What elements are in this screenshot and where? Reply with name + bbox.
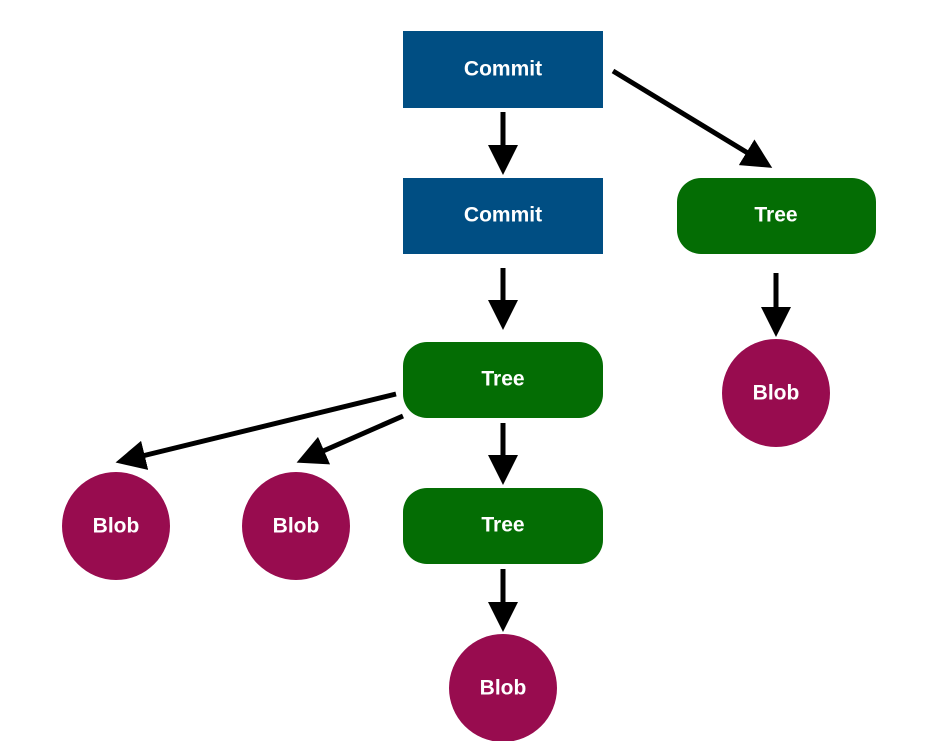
edge-commit-top-to-tree-right <box>611 68 773 168</box>
tree-label: Tree <box>481 368 524 391</box>
blob-label: Blob <box>93 515 140 538</box>
blob-label: Blob <box>480 677 527 700</box>
blob-circle <box>449 634 557 741</box>
commit-node-second: Commit <box>403 178 603 254</box>
edge-tree-middle-to-blob-left <box>115 391 397 470</box>
commit-box <box>403 178 603 254</box>
tree-label: Tree <box>754 204 797 227</box>
tree-box <box>677 178 876 254</box>
edge-tree-middle-to-blob-center-left <box>296 413 405 465</box>
blob-label: Blob <box>273 515 320 538</box>
tree-box <box>403 488 603 564</box>
edges <box>115 68 791 632</box>
blob-label: Blob <box>753 382 800 405</box>
blob-circle <box>62 472 170 580</box>
tree-label: Tree <box>481 514 524 537</box>
blob-circle <box>722 339 830 447</box>
commit-label: Commit <box>464 204 542 227</box>
blob-node-left: Blob <box>62 472 170 580</box>
commit-node-top: Commit <box>403 31 603 108</box>
blob-node-center-left: Blob <box>242 472 350 580</box>
blob-circle <box>242 472 350 580</box>
commit-box <box>403 31 603 108</box>
tree-node-lower: Tree <box>403 488 603 564</box>
tree-box <box>403 342 603 418</box>
blob-node-bottom: Blob <box>449 634 557 741</box>
tree-node-middle: Tree <box>403 342 603 418</box>
commit-label: Commit <box>464 58 542 81</box>
tree-node-right: Tree <box>677 178 876 254</box>
blob-node-right: Blob <box>722 339 830 447</box>
